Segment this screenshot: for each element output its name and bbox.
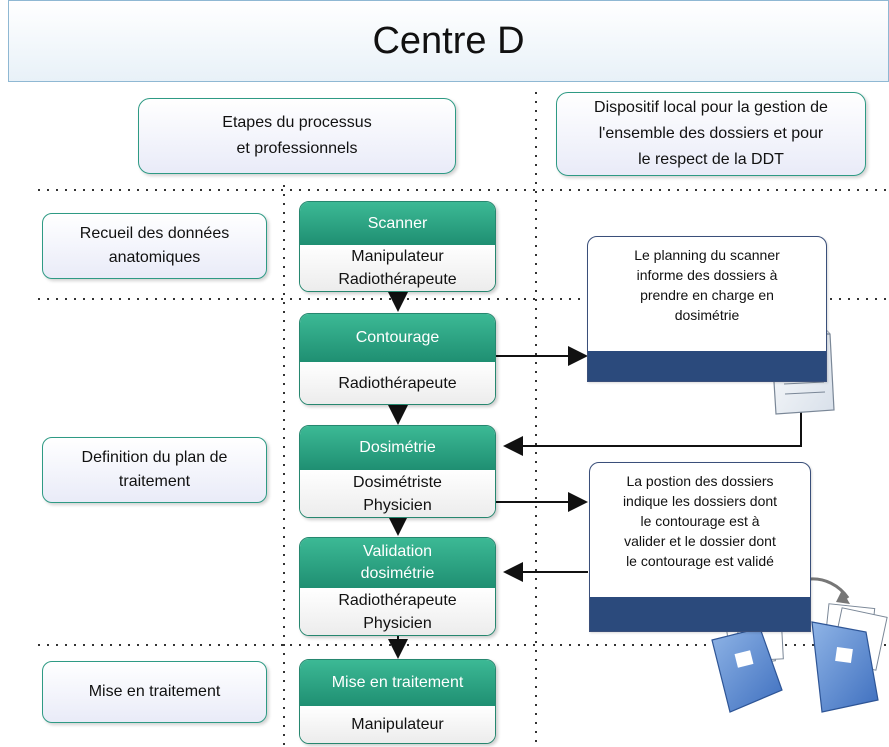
step-title: Contourage <box>300 314 495 362</box>
note-line: le contourage est validé <box>626 553 774 569</box>
phase-treatment-start: Mise en traitement <box>42 661 267 723</box>
note-line: valider et le dossier dont <box>624 533 776 549</box>
title-bar: Centre D <box>8 0 889 82</box>
step-title: Validation dosimétrie <box>300 538 495 588</box>
step-contourage: Contourage Radiothérapeute <box>299 313 496 405</box>
note-band <box>590 597 810 631</box>
step-role: Radiothérapeute <box>338 374 457 392</box>
note-band <box>588 351 826 381</box>
step-title: Dosimétrie <box>300 426 495 470</box>
step-title: Scanner <box>300 202 495 245</box>
note-line: dosimétrie <box>674 307 740 323</box>
phase-treatment-plan: Definition du plan de traitement <box>42 437 267 503</box>
connector-arrows <box>496 346 802 582</box>
note-line: prendre en charge en <box>640 287 774 303</box>
header-left-line-2: et professionnels <box>236 140 358 157</box>
header-process-steps: Etapes du processus et professionnels <box>138 98 456 174</box>
step-role: Radiothérapeute <box>338 591 457 609</box>
header-left-line-1: Etapes du processus <box>222 114 372 131</box>
phase-data-collection: Recueil des données anatomiques <box>42 213 267 279</box>
step-scanner: Scanner Manipulateur Radiothérapeute <box>299 201 496 292</box>
step-role: Dosimétriste <box>353 473 442 491</box>
note-line: informe des dossiers à <box>636 267 778 283</box>
note-line: La postion des dossiers <box>626 473 774 489</box>
note-line: le contourage est à <box>640 513 760 529</box>
step-role: Physicien <box>363 614 432 632</box>
header-right-line-1: Dispositif local pour la gestion de <box>594 99 828 116</box>
step-mise-en-traitement: Mise en traitement Manipulateur <box>299 659 496 744</box>
step-role: Manipulateur <box>351 716 444 733</box>
header-right-line-3: le respect de la DDT <box>638 151 784 168</box>
step-title-line: Validation <box>362 543 433 560</box>
step-title-line: dosimétrie <box>360 565 435 582</box>
phase-label-line: traitement <box>118 473 191 490</box>
column-separators <box>283 92 537 747</box>
phase-label-line: Mise en traitement <box>88 683 221 700</box>
step-role: Radiothérapeute <box>338 271 457 288</box>
step-role: Manipulateur <box>351 248 444 265</box>
phase-label-line: Recueil des données <box>79 225 230 242</box>
note-line: Le planning du scanner <box>634 247 780 263</box>
note-folder-position: La postion des dossiers indique les doss… <box>589 462 811 632</box>
note-line: indique les dossiers dont <box>622 493 778 509</box>
page-title: Centre D <box>372 19 525 62</box>
step-dosimetrie: Dosimétrie Dosimétriste Physicien <box>299 425 496 518</box>
step-role: Physicien <box>363 496 432 514</box>
header-local-device: Dispositif local pour la gestion de l'en… <box>556 92 866 176</box>
phase-label-line: Definition du plan de <box>81 449 228 466</box>
note-scanner-planning: Le planning du scanner informe des dossi… <box>587 236 827 382</box>
phase-label-line: anatomiques <box>108 249 201 266</box>
header-right-line-2: l'ensemble des dossiers et pour <box>598 125 824 142</box>
step-title: Mise en traitement <box>300 660 495 706</box>
step-validation-dosimetrie: Validation dosimétrie Radiothérapeute Ph… <box>299 537 496 636</box>
